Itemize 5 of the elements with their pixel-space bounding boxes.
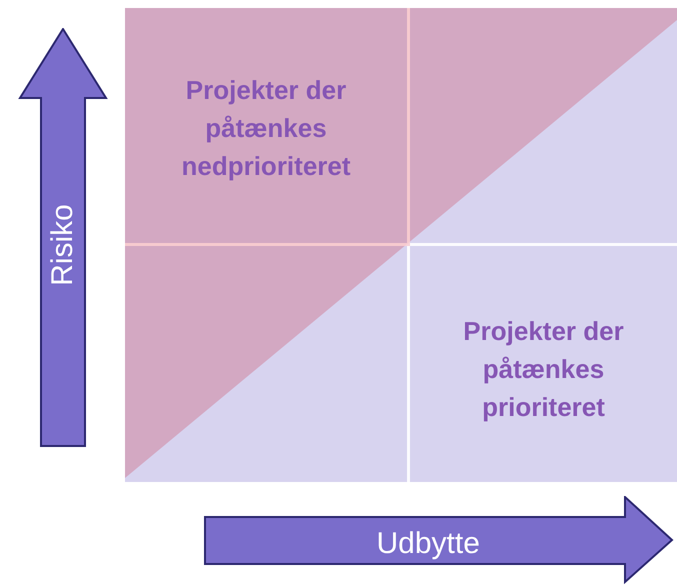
quadrant-text: Projekter der påtænkes prioriteret xyxy=(462,315,625,424)
quadrant-text: Projekter der påtænkes nedprioriteret xyxy=(180,74,352,183)
axis-label: Udbytte xyxy=(376,527,480,561)
axis-label: Risiko xyxy=(46,204,80,286)
matrix-quadrant xyxy=(125,8,410,246)
